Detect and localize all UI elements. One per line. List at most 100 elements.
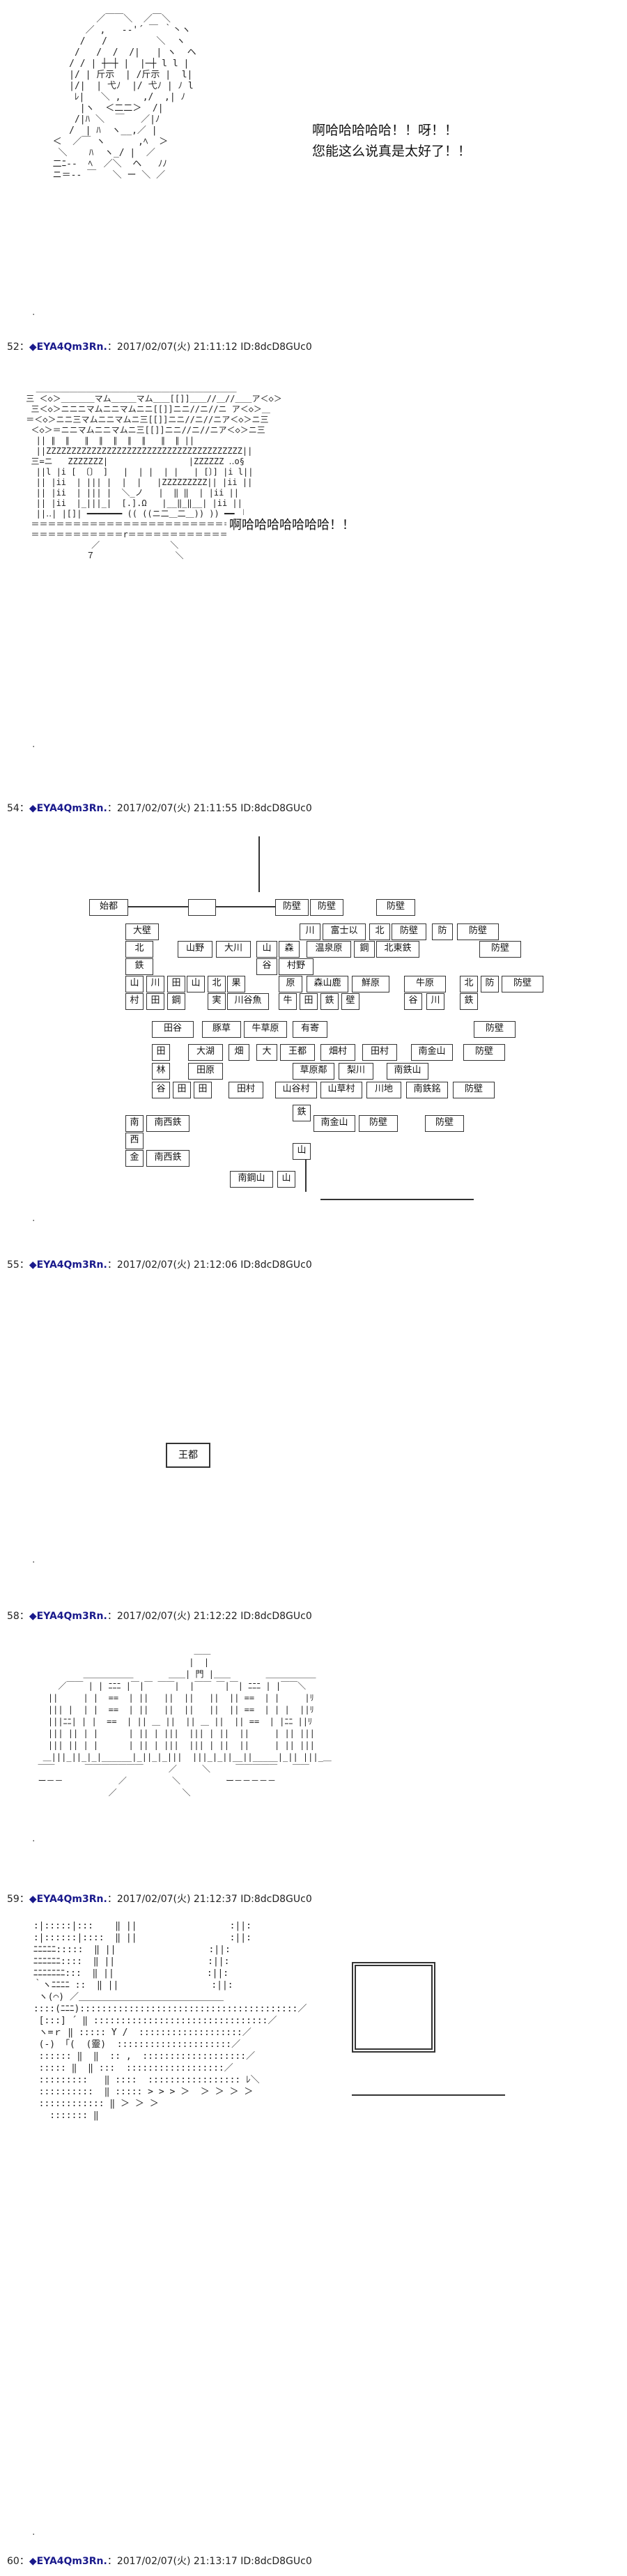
capital-label: 王都 — [166, 1443, 210, 1468]
post-number: 54： — [7, 803, 29, 814]
map-region-cell: 鉄 — [460, 993, 478, 1010]
post-meta: ：2017/02/07(火) 21:11:12 ID:8dcD8GUc0 — [107, 342, 312, 353]
dialogue-text: 啊哈哈哈哈哈！！呀！！ 您能这么说真是太好了！！ — [312, 123, 472, 159]
post-meta: ：2017/02/07(火) 21:13:17 ID:8dcD8GUc0 — [107, 2556, 312, 2567]
map-region-cell: 田 — [146, 993, 164, 1010]
dialogue-text: 啊哈哈哈哈哈哈哈！！ — [226, 515, 357, 536]
map-region-cell: 南鉄銘 — [406, 1082, 448, 1098]
map-region-cell: 川谷魚 — [227, 993, 269, 1010]
map-region-cell: 防 — [432, 923, 453, 940]
map-region-cell: 西 — [125, 1133, 144, 1149]
poster-name[interactable]: ◆EYA4Qm3Rn. — [29, 2556, 107, 2567]
map-region-cell: 南西鉄 — [146, 1150, 189, 1167]
map-line — [320, 1199, 474, 1200]
map-region-cell: 大壁 — [125, 923, 159, 940]
map-region-cell: 実 — [208, 993, 226, 1010]
map-region-cell: 山 — [256, 941, 277, 958]
map-region-cell: 有寄 — [293, 1021, 327, 1038]
post-header-55: 55：◆EYA4Qm3Rn.：2017/02/07(火) 21:12:06 ID… — [7, 1259, 312, 1271]
map-line — [216, 906, 275, 907]
table-edge — [352, 2094, 505, 2096]
map-region-cell: 山谷村 — [275, 1082, 317, 1098]
post-number: 55： — [7, 1259, 29, 1271]
hall-ascii-art: ＿＿＿＿＿＿＿＿＿＿＿＿＿＿＿＿＿＿＿＿＿＿＿＿ 三 ＜◇＞＿＿＿＿マム＿＿＿マ… — [26, 383, 282, 560]
map-region-cell: 鉄 — [320, 993, 339, 1010]
map-region-cell: 防壁 — [376, 899, 415, 916]
map-region-cell: 防壁 — [474, 1021, 516, 1038]
separator-dot: . — [32, 1554, 36, 1565]
map-region-cell: 防壁 — [392, 923, 426, 940]
map-region-cell: 南金山 — [314, 1115, 355, 1132]
post-meta: ：2017/02/07(火) 21:12:37 ID:8dcD8GUc0 — [107, 1894, 312, 1905]
map-region-cell: 防壁 — [359, 1115, 398, 1132]
map-region-cell: 大 — [256, 1044, 277, 1061]
post-header-52: 52：◆EYA4Qm3Rn.：2017/02/07(火) 21:11:12 ID… — [7, 341, 312, 353]
map-region-cell: 鮮原 — [352, 976, 389, 992]
character-ascii-art: ／￣￣＼ ／￣＼ ／ , -‐'´ ￣ ｀丶ヽ / / ＼ ヽ / / / /|… — [52, 14, 196, 181]
poster-name[interactable]: ◆EYA4Qm3Rn. — [29, 1894, 107, 1905]
map-region-cell: 川 — [300, 923, 320, 940]
map-region-cell: 森 — [279, 941, 300, 958]
map-region-cell: 南金山 — [411, 1044, 453, 1061]
window-frame — [352, 1962, 435, 2053]
poster-name[interactable]: ◆EYA4Qm3Rn. — [29, 342, 107, 353]
map-region-cell: 谷 — [152, 1082, 170, 1098]
poster-name[interactable]: ◆EYA4Qm3Rn. — [29, 803, 107, 814]
map-region-cell: 山野 — [178, 941, 212, 958]
map-region-cell: 北東鉄 — [376, 941, 419, 958]
map-region-cell: 防壁 — [502, 976, 543, 992]
map-region-cell: 山 — [293, 1143, 311, 1160]
post-52: ＿＿＿＿＿＿＿＿＿＿＿＿＿＿＿＿＿＿＿＿＿＿＿＿ 三 ＜◇＞＿＿＿＿マム＿＿＿マ… — [0, 369, 627, 760]
map-region-cell: 防壁 — [457, 923, 499, 940]
poster-name[interactable]: ◆EYA4Qm3Rn. — [29, 1259, 107, 1271]
map-region-cell: 田 — [194, 1082, 212, 1098]
map-region-cell: 防壁 — [463, 1044, 505, 1061]
map-line — [258, 836, 260, 892]
separator-dot: . — [32, 307, 36, 318]
map-region-cell: 村野 — [279, 958, 314, 975]
map-region-cell: 南鉄山 — [387, 1063, 428, 1080]
map-region-cell: 田 — [300, 993, 318, 1010]
map-region-cell: 大川 — [216, 941, 251, 958]
map-region-cell: 山 — [187, 976, 205, 992]
map-region-cell: 田谷 — [152, 1021, 194, 1038]
post-55: 王都 . — [0, 1282, 627, 1565]
map-region-cell: 防 — [481, 976, 499, 992]
map-region-cell: 原 — [279, 976, 302, 992]
map-region-cell: 鋼 — [167, 993, 185, 1010]
map-region-cell: 田村 — [362, 1044, 397, 1061]
map-region-cell: 防壁 — [453, 1082, 495, 1098]
post-meta: ：2017/02/07(火) 21:12:06 ID:8dcD8GUc0 — [107, 1259, 312, 1271]
map-region-cell: 村 — [125, 993, 144, 1010]
post-header-59: 59：◆EYA4Qm3Rn.：2017/02/07(火) 21:12:37 ID… — [7, 1893, 312, 1906]
map-region-cell: 田 — [152, 1044, 170, 1061]
map-region-cell: 田村 — [229, 1082, 263, 1098]
map-region-cell: 王都 — [280, 1044, 315, 1061]
post-58: ＿＿ | | ＿＿＿＿＿＿ ＿＿| 門 |＿＿ ＿＿＿＿＿＿ ／￣￣ | | ﾆ… — [0, 1631, 627, 1861]
map-region-cell: 牛 — [279, 993, 297, 1010]
map-region-cell: 鉄 — [293, 1105, 311, 1121]
room-ascii-art: :|:::::|::: ‖ || :||: :|::::::|:::: ‖ ||… — [33, 1921, 307, 2121]
castle-ascii-art: ＿＿ | | ＿＿＿＿＿＿ ＿＿| 門 |＿＿ ＿＿＿＿＿＿ ／￣￣ | | ﾆ… — [38, 1646, 332, 1797]
map-region-cell: 川 — [426, 993, 444, 1010]
map-region-cell: 川 — [146, 976, 164, 992]
map-region-cell: 牛原 — [404, 976, 446, 992]
map-region-cell: 草原鄰 — [293, 1063, 334, 1080]
map-region-cell: 防壁 — [310, 899, 343, 916]
poster-name[interactable]: ◆EYA4Qm3Rn. — [29, 1611, 107, 1622]
map-region-cell: 北 — [208, 976, 226, 992]
separator-dot: . — [32, 1213, 36, 1224]
map-region-cell: 川地 — [366, 1082, 401, 1098]
map-region-cell: 鋼 — [354, 941, 375, 958]
map-region-cell: 温泉原 — [307, 941, 351, 958]
map-region-cell: 北 — [369, 923, 390, 940]
map-region-cell: 牛草原 — [244, 1021, 287, 1038]
map-region-cell: 森山鹿 — [307, 976, 348, 992]
map-region-cell: 防壁 — [275, 899, 309, 916]
separator-dot: . — [32, 2527, 36, 2538]
map-region-cell: 南 — [125, 1115, 144, 1132]
post-number: 58： — [7, 1611, 29, 1622]
separator-dot: . — [32, 1833, 36, 1844]
map-region-cell: 始都 — [89, 899, 128, 916]
map-region-cell: 防壁 — [425, 1115, 464, 1132]
